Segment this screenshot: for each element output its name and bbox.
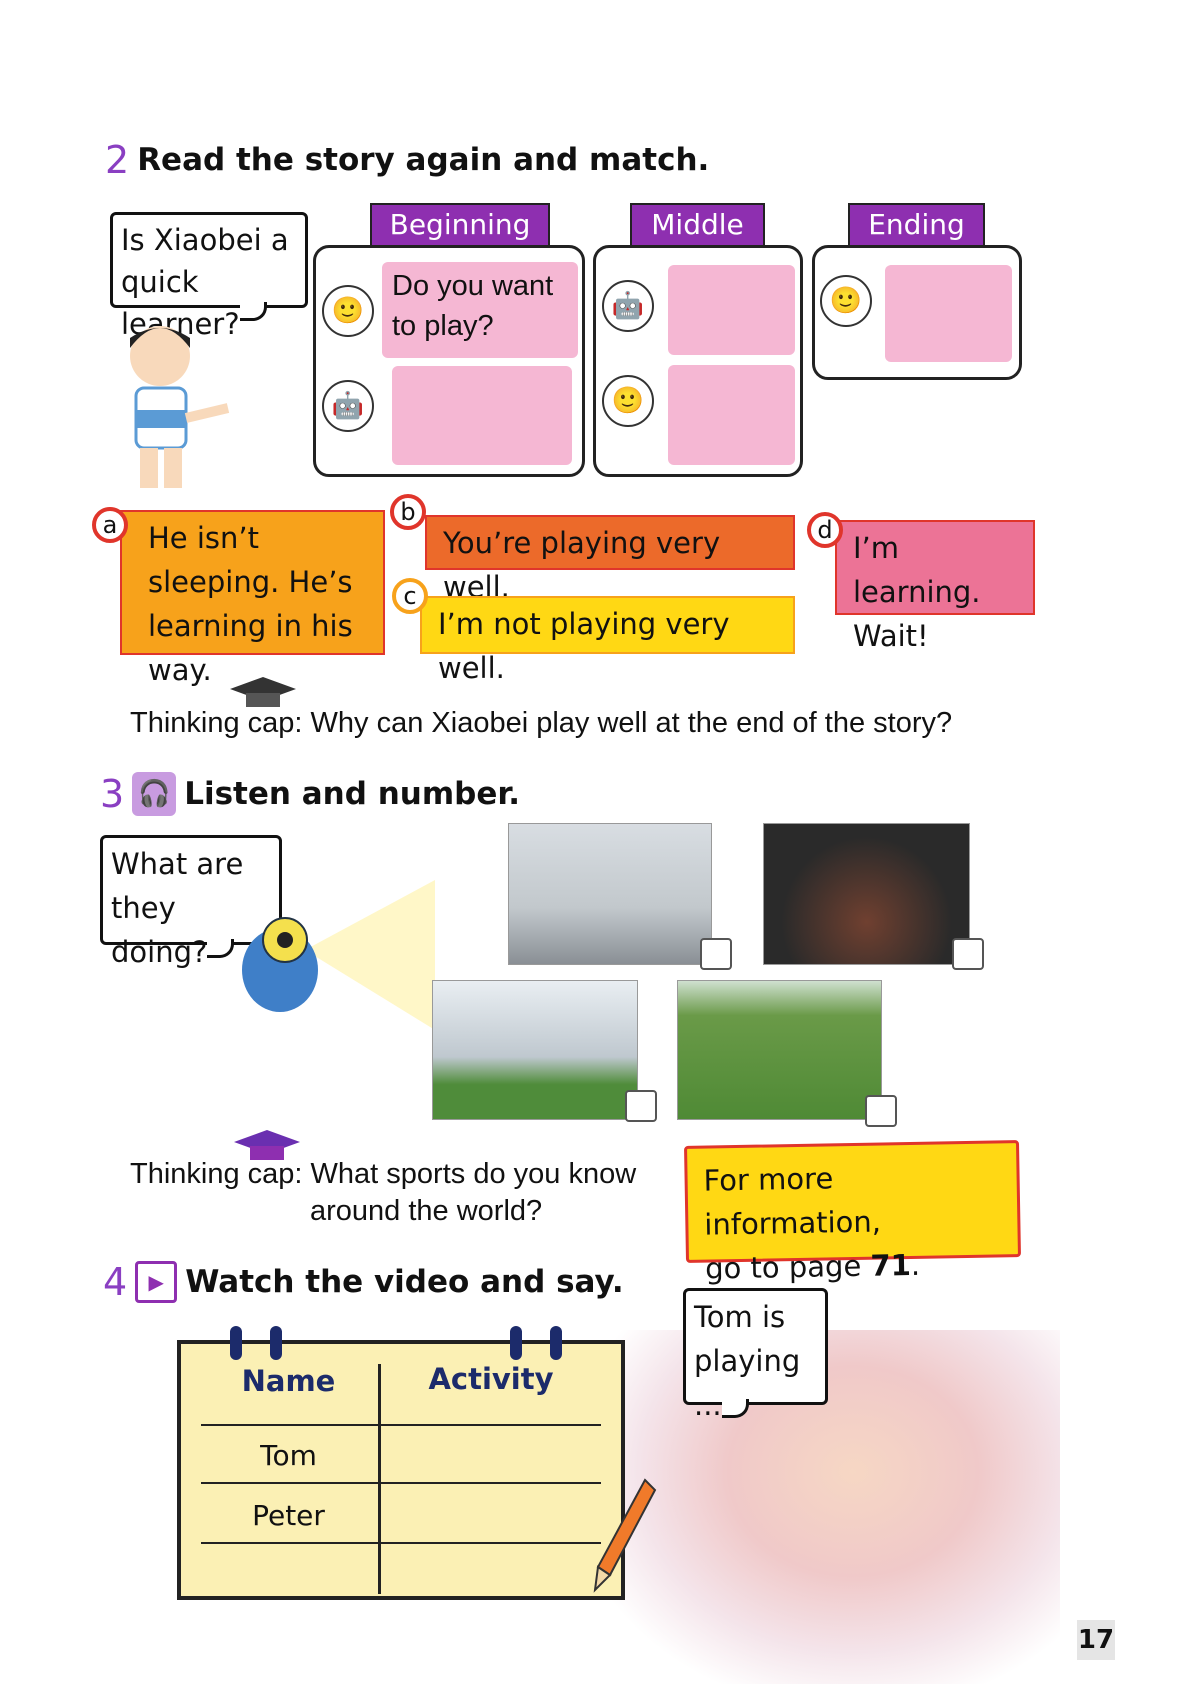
headphones-icon: 🎧 bbox=[132, 772, 177, 816]
row-divider bbox=[201, 1482, 601, 1484]
row-divider bbox=[201, 1424, 601, 1426]
page-number: 17 bbox=[1077, 1620, 1115, 1660]
avatar-character: 🙂 bbox=[322, 285, 374, 337]
info-line-1: For more information, bbox=[703, 1161, 882, 1242]
option-letter-d: d bbox=[807, 512, 843, 548]
photo-table-tennis bbox=[508, 823, 712, 965]
info-punctuation: . bbox=[910, 1247, 921, 1282]
table-cell-name[interactable] bbox=[201, 1548, 376, 1592]
girl-photo bbox=[600, 1330, 1060, 1684]
option-letter-c: c bbox=[392, 578, 428, 614]
speech-bubble-question: Is Xiaobei a quick learner? bbox=[110, 212, 308, 341]
tab-middle: Middle bbox=[630, 203, 765, 247]
option-a[interactable]: He isn’t sleeping. He’s learning in his … bbox=[120, 510, 385, 687]
header-activity: Activity bbox=[428, 1362, 554, 1396]
speech-bubble-question: What are they doing? bbox=[100, 835, 282, 969]
number-box[interactable] bbox=[625, 1090, 657, 1122]
table-cell-name: Peter bbox=[252, 1499, 325, 1532]
section-title: Listen and number. bbox=[184, 776, 520, 812]
activity-table-notepad: Name Activity Tom Peter bbox=[177, 1340, 625, 1600]
number-box[interactable] bbox=[952, 938, 984, 970]
tab-beginning: Beginning bbox=[370, 203, 550, 247]
beginning-answer-field[interactable] bbox=[392, 366, 572, 465]
table-cell-name: Tom bbox=[260, 1439, 317, 1472]
option-letter-a: a bbox=[92, 507, 128, 543]
avatar-boy: 🙂 bbox=[820, 275, 872, 327]
photo-football bbox=[677, 980, 882, 1120]
pencil-icon bbox=[593, 1478, 657, 1593]
speech-bubble-example: Tom is playing ... bbox=[683, 1288, 828, 1422]
section-3-heading: 3 🎧 Listen and number. bbox=[100, 772, 520, 816]
info-line-2: go to page 71. bbox=[705, 1241, 1003, 1290]
thinking-cap-question-line-2: around the world? bbox=[310, 1195, 543, 1227]
table-cell-activity[interactable] bbox=[386, 1548, 596, 1592]
robot-projector-illustration bbox=[242, 880, 435, 1030]
thinking-cap-icon bbox=[230, 677, 296, 707]
avatar-robot: 🤖 bbox=[602, 280, 654, 332]
middle-answer-field-2[interactable] bbox=[668, 365, 795, 465]
number-box[interactable] bbox=[700, 938, 732, 970]
info-text: go to page bbox=[704, 1248, 871, 1286]
video-icon: ▶ bbox=[135, 1261, 178, 1303]
column-divider bbox=[378, 1364, 381, 1594]
boy-illustration bbox=[118, 318, 238, 490]
option-d[interactable]: I’m learning. Wait! bbox=[835, 520, 1035, 653]
more-information-note: For more information, go to page 71. bbox=[684, 1140, 1021, 1286]
table-cell-activity[interactable] bbox=[386, 1432, 596, 1480]
number-box[interactable] bbox=[865, 1095, 897, 1127]
thinking-cap-question: Thinking cap: Why can Xiaobei play well … bbox=[130, 707, 953, 739]
photo-basketball bbox=[763, 823, 970, 965]
option-letter-b: b bbox=[390, 494, 426, 530]
section-4-heading: 4 ▶ Watch the video and say. bbox=[103, 1260, 624, 1304]
section-number: 4 bbox=[103, 1260, 128, 1304]
header-name: Name bbox=[241, 1364, 336, 1398]
option-c[interactable]: I’m not playing very well. bbox=[420, 596, 795, 685]
page-reference-link[interactable]: 71 bbox=[870, 1247, 912, 1283]
table-cell-activity[interactable] bbox=[386, 1490, 596, 1538]
avatar-robot: 🤖 bbox=[322, 380, 374, 432]
section-number: 2 bbox=[105, 138, 130, 182]
tab-ending: Ending bbox=[848, 203, 985, 247]
row-divider bbox=[201, 1542, 601, 1544]
option-b[interactable]: You’re playing very well. bbox=[425, 515, 795, 604]
beginning-line-1: Do you want to play? bbox=[382, 262, 578, 358]
thinking-cap-question-line-1: Thinking cap: What sports do you know bbox=[130, 1158, 637, 1190]
middle-answer-field-1[interactable] bbox=[668, 265, 795, 355]
thinking-cap-icon bbox=[234, 1130, 300, 1160]
notepad-rings bbox=[230, 1326, 562, 1360]
section-number: 3 bbox=[100, 772, 125, 816]
photo-baseball bbox=[432, 980, 638, 1120]
section-title: Read the story again and match. bbox=[137, 142, 710, 178]
section-title: Watch the video and say. bbox=[185, 1264, 624, 1300]
ending-answer-field[interactable] bbox=[885, 265, 1012, 362]
section-2-heading: 2 Read the story again and match. bbox=[105, 138, 709, 182]
avatar-boy: 🙂 bbox=[602, 375, 654, 427]
